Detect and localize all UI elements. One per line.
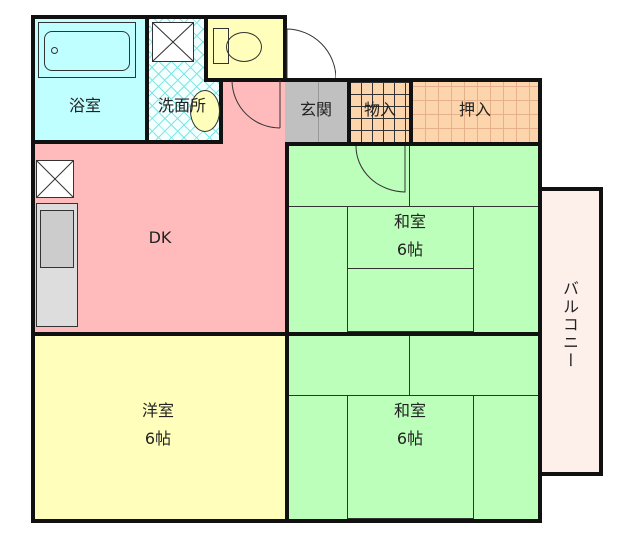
washitsu-top-size: 6帖 — [396, 240, 424, 259]
entrance-label: 玄関 — [299, 100, 332, 119]
entrance-door-icon — [286, 28, 336, 80]
bath-label: 浴室 — [68, 96, 101, 115]
dk-label: DK — [148, 228, 172, 247]
washitsu-bottom-name: 和室 — [393, 401, 426, 420]
toilet-bowl — [226, 32, 262, 62]
balcony — [538, 187, 603, 476]
washitsu-bottom — [285, 332, 542, 523]
bathtub-icon — [38, 22, 136, 78]
balcony-label: バルコニー — [560, 280, 579, 370]
refrigerator-icon — [36, 160, 74, 198]
youshitsu — [31, 332, 289, 523]
storage-label: 物入 — [363, 100, 396, 119]
washroom-label: 洗面所 — [157, 96, 206, 115]
washing-machine-icon — [152, 22, 194, 62]
kitchen-counter — [36, 203, 78, 327]
youshitsu-name: 洋室 — [141, 401, 174, 420]
sink-icon — [40, 210, 74, 268]
dk-door-icon — [231, 80, 281, 129]
closet-label: 押入 — [458, 100, 491, 119]
washitsu-top-name: 和室 — [393, 212, 426, 231]
dk-hall — [220, 78, 286, 148]
washitsu-bottom-size: 6帖 — [396, 429, 424, 448]
youshitsu-size: 6帖 — [144, 429, 172, 448]
washitsu-door-icon — [355, 146, 406, 193]
wash-basin-icon — [190, 90, 220, 132]
